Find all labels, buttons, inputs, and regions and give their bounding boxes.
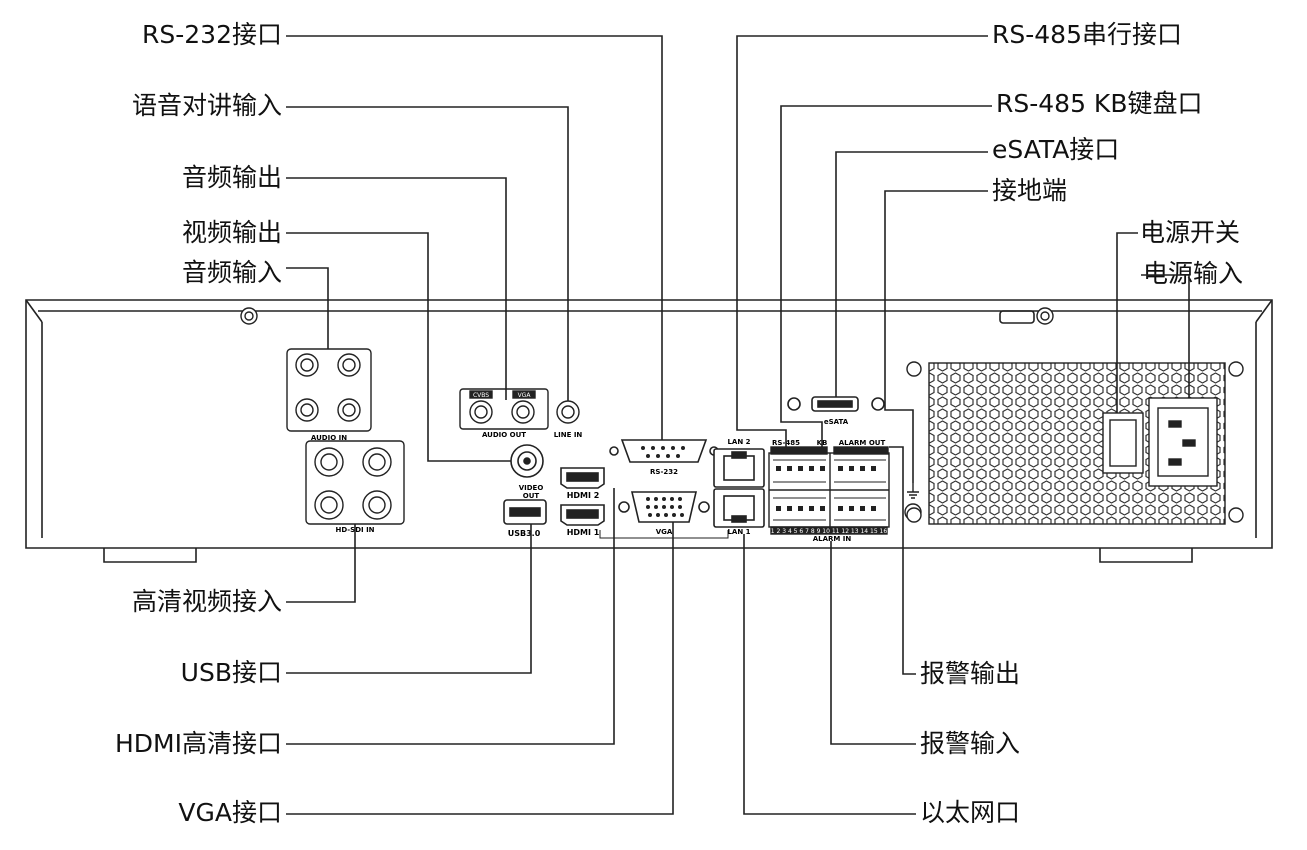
hdsdi-block: [305, 440, 405, 525]
alarm-out-text: ALARM OUT: [839, 439, 886, 447]
audio-out-block: [459, 388, 580, 430]
power-supply: [906, 361, 1244, 525]
screw-top-left: [240, 307, 1054, 325]
rs232-port: [609, 439, 719, 463]
label-vga: VGA接口: [178, 798, 282, 827]
label-usb: USB接口: [180, 658, 282, 687]
label-hdmi: HDMI高清接口: [115, 729, 282, 758]
hdmi1-text: HDMI 1: [567, 528, 600, 537]
esata-text: eSATA: [824, 418, 849, 426]
label-alarm-out: 报警输出: [920, 659, 1021, 688]
label-esata: eSATA接口: [992, 135, 1120, 164]
vga-port: [599, 491, 729, 539]
label-ground: 接地端: [992, 176, 1068, 205]
audio-out-text: AUDIO OUT: [482, 431, 526, 439]
chassis: [25, 299, 1273, 563]
esata-port: [787, 396, 885, 412]
label-power-switch: 电源开关: [1140, 218, 1241, 247]
label-alarm-in: 报警输入: [920, 729, 1021, 758]
audio-in-text: AUDIO IN: [311, 434, 347, 442]
alarm-in-nums: 1 2 3 4 5 6 7 8 9 10 11 12 13 14 15 16: [771, 528, 888, 535]
label-talk-input: 语音对讲输入: [131, 91, 282, 120]
rs232-text: RS-232: [650, 468, 678, 476]
usb-port: [503, 499, 547, 525]
label-hdsdi: 高清视频接入: [131, 587, 282, 616]
terminal-block: [768, 446, 890, 535]
label-kb: RS-485 KB键盘口: [996, 89, 1203, 118]
video-out-bnc: [510, 444, 544, 478]
lan2-text: LAN 2: [727, 438, 750, 446]
vga-text: VGA: [656, 528, 673, 536]
label-lan: 以太网口: [920, 798, 1021, 827]
vga-small-text: VGA: [518, 392, 532, 399]
cvbs-text: CVBS: [473, 392, 489, 399]
label-rs485: RS-485串行接口: [992, 20, 1182, 49]
lan-ports: [713, 448, 765, 528]
label-power-input: 电源输入: [1143, 259, 1244, 288]
video-out-text-1: VIDEO: [519, 484, 544, 492]
video-out-text-2: OUT: [523, 492, 540, 500]
hdmi-ports: [560, 467, 605, 526]
line-in-text: LINE IN: [554, 431, 583, 439]
alarm-in-text: ALARM IN: [813, 535, 852, 543]
label-audio-in: 音频输入: [181, 258, 282, 287]
lan1-text: LAN 1: [727, 528, 750, 536]
usb-text: USB3.0: [508, 529, 541, 538]
audio-in-block: [286, 348, 372, 432]
label-video-out: 视频输出: [181, 218, 282, 247]
leader-lines: [286, 35, 1190, 815]
label-rs232: RS-232接口: [142, 20, 282, 49]
hdmi2-text: HDMI 2: [567, 491, 600, 500]
label-audio-out: 音频输出: [181, 163, 282, 192]
